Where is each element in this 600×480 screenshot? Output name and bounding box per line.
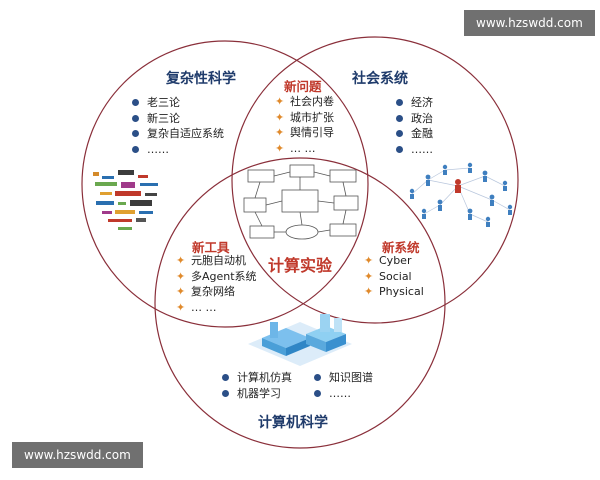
complexity-science-title: 复杂性科学 [166, 71, 236, 87]
new-systems-title: 新系统 [382, 240, 420, 255]
star-icon: ✦ [176, 285, 186, 299]
bullet-icon [222, 389, 229, 397]
list-item: ✦Social [364, 269, 412, 283]
list-item: ✦Cyber [364, 254, 412, 268]
bullet-icon [222, 374, 229, 382]
list-item: 经济 [396, 95, 433, 111]
list-item: ✦… … [275, 141, 316, 155]
list-item: ✦城市扩张 [275, 110, 334, 124]
list-item: 复杂自适应系统 [132, 126, 224, 142]
star-icon: ✦ [364, 254, 374, 268]
list-item: ✦多Agent系统 [176, 269, 257, 283]
computer-science-list-right: 知识图谱 …… [314, 370, 373, 401]
bullet-icon [396, 114, 403, 122]
circle-social-system [231, 36, 519, 324]
server-illustration [248, 314, 352, 366]
flowchart-sketch [243, 164, 359, 240]
circle-computer-science [154, 157, 446, 449]
word-cloud-illustration [93, 170, 158, 230]
bullet-icon [132, 130, 139, 138]
list-item: …… [314, 386, 373, 402]
list-item: ✦舆情引导 [275, 126, 334, 140]
list-item: ✦复杂网络 [176, 285, 235, 299]
star-icon: ✦ [275, 95, 285, 109]
new-problems-title: 新问题 [284, 79, 322, 94]
social-system-list: 经济 政治 金融 …… [396, 95, 433, 157]
star-icon: ✦ [275, 126, 285, 140]
computer-science-list-left: 计算机仿真 机器学习 [222, 370, 292, 401]
list-item: 计算机仿真 [222, 370, 292, 386]
list-item: 老三论 [132, 95, 224, 111]
watermark-top: www.hzswdd.com [464, 10, 595, 36]
bullet-icon [132, 99, 139, 107]
bullet-icon [396, 130, 403, 138]
watermark-bottom: www.hzswdd.com [12, 442, 143, 468]
star-icon: ✦ [364, 269, 374, 283]
new-systems-list: ✦Cyber ✦Social ✦Physical [364, 253, 424, 300]
new-tools-title: 新工具 [192, 240, 230, 255]
list-item: ✦元胞自动机 [176, 254, 246, 268]
list-item: ✦Physical [364, 285, 424, 299]
list-item: 知识图谱 [314, 370, 373, 386]
star-icon: ✦ [176, 269, 186, 283]
list-item: …… [132, 142, 224, 158]
star-icon: ✦ [176, 300, 186, 314]
complexity-science-list: 老三论 新三论 复杂自适应系统 …… [132, 95, 224, 157]
social-system-title: 社会系统 [352, 71, 408, 87]
star-icon: ✦ [176, 254, 186, 268]
bullet-icon [314, 374, 321, 382]
bullet-icon [396, 99, 403, 107]
bullet-icon [132, 145, 139, 153]
circle-complexity-science [81, 40, 369, 328]
bullet-icon [396, 145, 403, 153]
list-item: …… [396, 142, 433, 158]
bullet-icon [314, 389, 321, 397]
star-icon: ✦ [275, 141, 285, 155]
list-item: 新三论 [132, 111, 224, 127]
list-item: 金融 [396, 126, 433, 142]
list-item: ✦… … [176, 300, 217, 314]
star-icon: ✦ [275, 110, 285, 124]
list-item: 政治 [396, 111, 433, 127]
people-nodes [409, 162, 513, 227]
list-item: 机器学习 [222, 386, 292, 402]
computational-experiment-title: 计算实验 [268, 256, 333, 275]
list-item: ✦社会内卷 [275, 95, 334, 109]
computer-science-title: 计算机科学 [258, 415, 328, 431]
bullet-icon [132, 114, 139, 122]
new-tools-list: ✦元胞自动机 ✦多Agent系统 ✦复杂网络 ✦… … [176, 253, 257, 315]
star-icon: ✦ [364, 285, 374, 299]
new-problems-list: ✦社会内卷 ✦城市扩张 ✦舆情引导 ✦… … [275, 94, 334, 156]
